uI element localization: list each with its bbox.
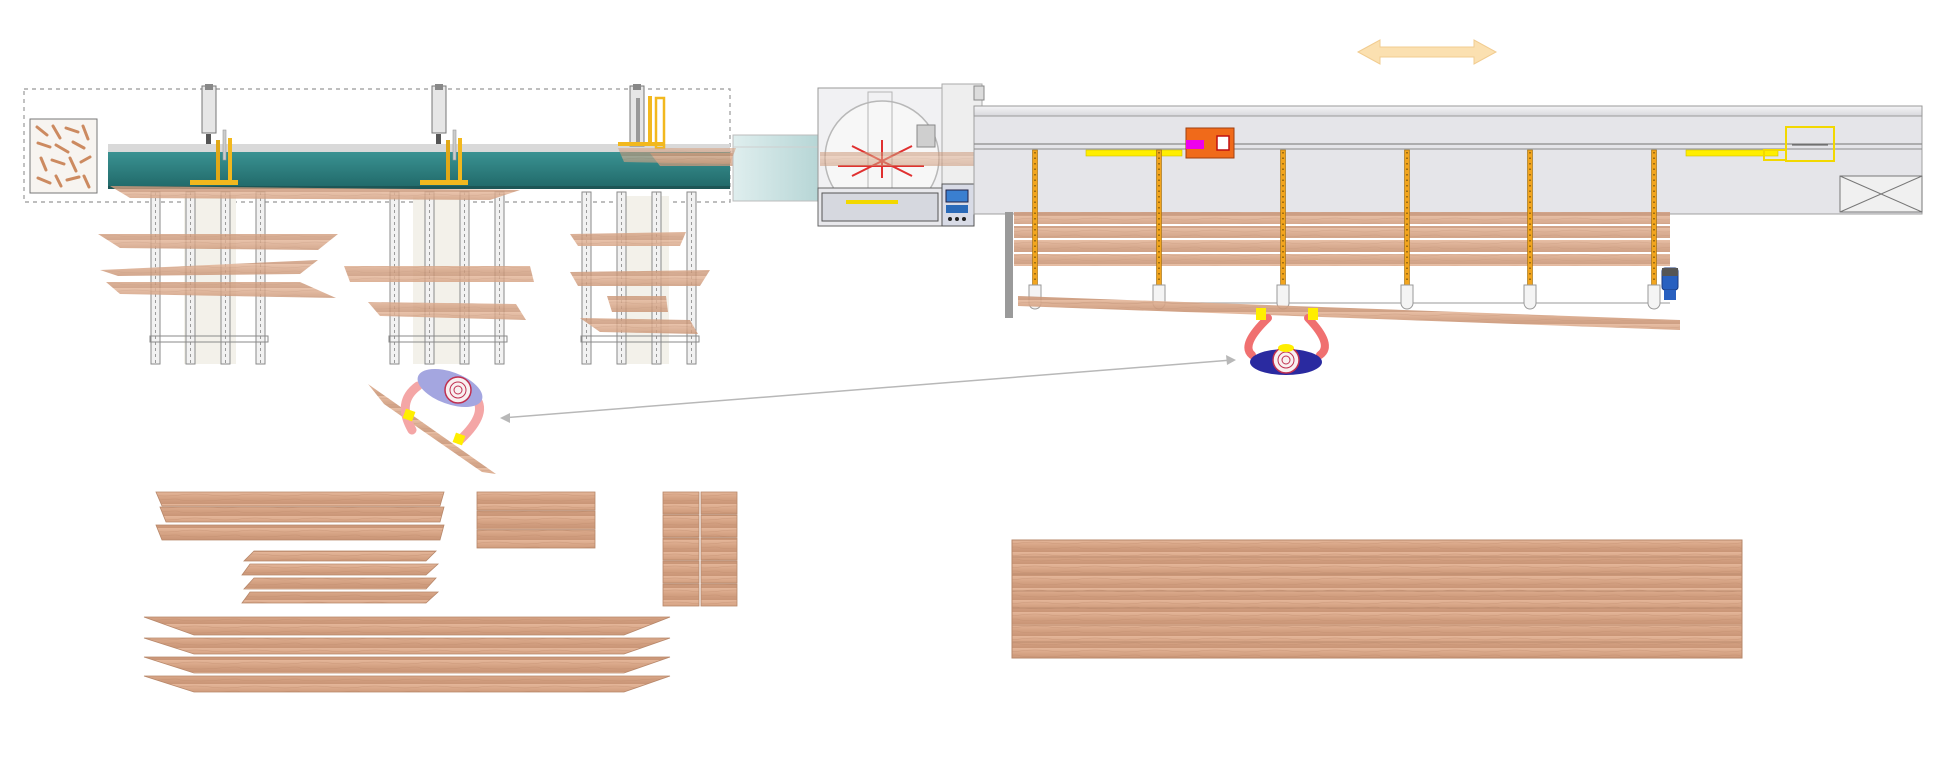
infeed-guard [732,134,819,202]
far-stop-unit [1763,126,1835,162]
final-stack [1011,539,1743,659]
stop-carriage [1185,127,1235,159]
worker-top-view-icon [1244,308,1329,375]
sorting-stops [190,84,736,185]
chain-group-3 [580,191,700,365]
sorting-stop-3 [618,84,736,164]
worker-carrying-board-icon [368,368,496,474]
infeed-conveyor [23,88,819,203]
length-stop-rail [973,105,1923,318]
control-panel-icon [941,183,975,227]
chain-conveyors [98,186,710,365]
stack-medium-bevel [241,550,440,604]
sorting-stop-2 [420,84,468,185]
stack-pieces-grid [662,491,738,607]
chain-group-2 [388,191,508,365]
tilted-board [1018,296,1680,330]
stack-long-bevel [155,491,445,541]
stack-extra-long-bevel [143,616,671,693]
double-arrow-icon [1356,39,1498,65]
crate-x-icon [1839,175,1923,213]
product-stacks [143,491,738,693]
sorting-stop-1 [190,84,238,185]
stack-short-blocks [476,491,596,549]
saw-unit [817,83,1085,227]
outfeed-boards [1014,212,1670,266]
boards-on-chains [98,186,710,334]
worker-transfer-arrow [500,355,1236,423]
infeed-belt-rail [108,144,730,152]
electric-motor-icon [1661,267,1679,300]
chain-group-1 [149,191,269,365]
wood-chips-bin-icon [29,118,98,194]
outfeed-lift-arms [1018,149,1680,330]
